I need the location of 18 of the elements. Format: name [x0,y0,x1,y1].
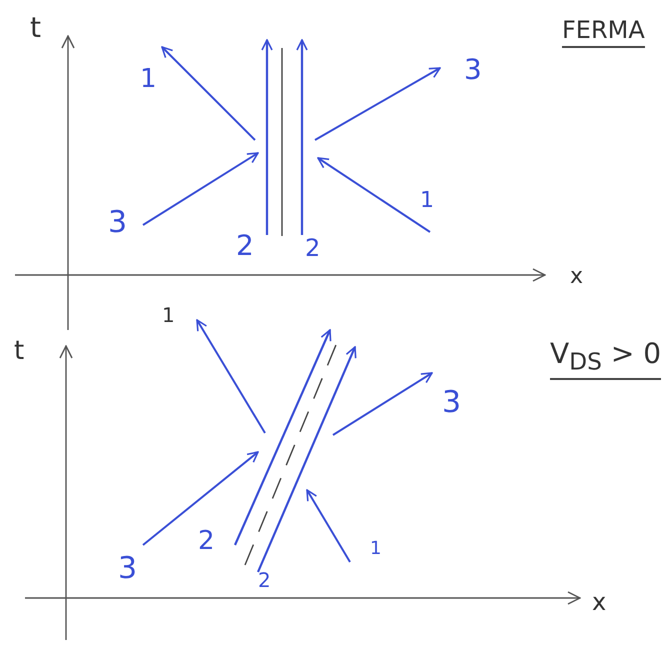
axis-label: x [570,266,584,288]
axis-label: t [14,338,24,364]
worldline-label: 1 [370,540,382,558]
worldline-label: 3 [118,554,138,584]
axis-label: x [592,590,606,614]
worldline-label: 3 [442,388,462,418]
worldline-label: 2 [305,236,320,260]
worldline-label: 2 [198,528,215,554]
worldline-label: 3 [464,56,482,84]
worldline-label: 2 [236,232,254,260]
worldline-label: 1 [140,66,157,92]
axis-label: t [30,14,41,42]
worldline-label: 1 [420,190,434,212]
worldline-label: 2 [258,570,271,590]
worldline-label: 1 [162,305,175,325]
panel-title: V$_{DS}$ > 0 [550,340,662,380]
panel-title: FERMA [562,18,645,48]
worldline-label: 3 [108,208,128,238]
